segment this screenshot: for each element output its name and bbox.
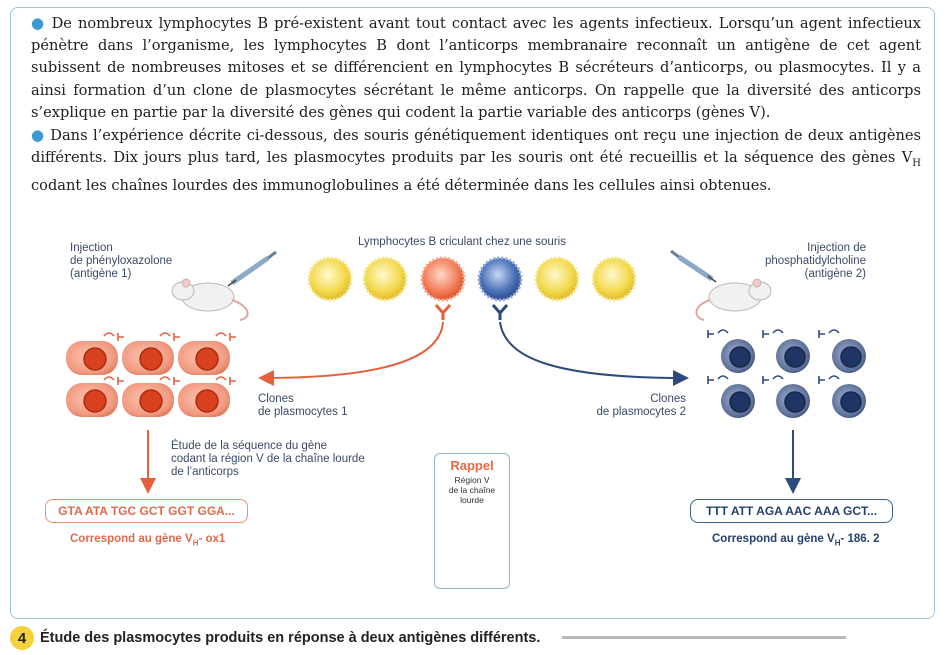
lymphocyte-blue (477, 256, 523, 302)
bullet-icon: ● (31, 126, 45, 145)
rappel-title: Rappel (450, 458, 494, 473)
lymphocyte-yellow (591, 256, 637, 302)
syringe-left-icon (227, 250, 277, 287)
sequence-right: TTT ATT AGA AAC AAA GCT... (690, 499, 893, 523)
lymphocyte-yellow (534, 256, 580, 302)
figure-number-badge: 4 (10, 626, 34, 650)
study-label: Étude de la séquence du gène codant la r… (171, 440, 365, 478)
intro-text: ● De nombreux lymphocytes B pré-existent… (31, 12, 921, 198)
lymphocyte-orange (420, 256, 466, 302)
plasmocyte-clone-2 (707, 329, 866, 418)
rappel-box: Rappel Région V de la chaîne lourde (434, 453, 510, 589)
arrow-to-clones-1 (258, 321, 444, 386)
clones-right-label: Clones de plasmocytes 2 (596, 393, 687, 418)
clones-left-label: Clones de plasmocytes 1 (258, 393, 348, 418)
lymphocyte-yellow (362, 256, 408, 302)
paragraph-2-end: codant les chaînes lourdes des immunoglo… (31, 177, 772, 195)
bullet-icon: ● (31, 14, 46, 32)
rappel-subtitle: Région V de la chaîne lourde (448, 475, 496, 505)
paragraph-2-text: Dans l’expérience décrite ci-dessous, de… (31, 127, 922, 167)
plasmocyte-clone-1 (66, 332, 236, 417)
syringe-right-icon (670, 249, 717, 283)
mouse-left-icon (171, 278, 249, 321)
mouse-right-icon (695, 278, 772, 321)
lymphocytes-title: Lymphocytes B criculant chez une souris (358, 236, 566, 248)
paragraph-2: ● Dans l’expérience décrite ci-dessous, … (31, 124, 921, 198)
caption-text: Étude des plasmocytes produits en répons… (40, 630, 541, 646)
figure-caption: 4 Étude des plasmocytes produits en répo… (10, 626, 540, 650)
lymphocyte-row (307, 256, 637, 320)
paragraph-1-text: De nombreux lymphocytes B pré-existent a… (31, 15, 921, 121)
gene-match-left: Correspond au gène VH- ox1 (70, 533, 226, 548)
gene-match-right: Correspond au gène VH- 186. 2 (712, 533, 880, 548)
caption-divider (562, 636, 846, 639)
subscript-h: H (912, 158, 921, 170)
paragraph-1: ● De nombreux lymphocytes B pré-existent… (31, 12, 921, 124)
lymphocyte-yellow (307, 256, 353, 302)
arrow-to-clones-2 (499, 321, 689, 386)
antibody-orange-icon (434, 304, 452, 320)
sequence-left: GTA ATA TGC GCT GGT GGA... (45, 499, 248, 523)
antibody-blue-icon (491, 304, 509, 320)
injection-left-label: Injection de phényloxazolone (antigène 1… (70, 242, 173, 280)
injection-right-label: Injection de phosphatidylcholine (antigè… (764, 242, 866, 280)
